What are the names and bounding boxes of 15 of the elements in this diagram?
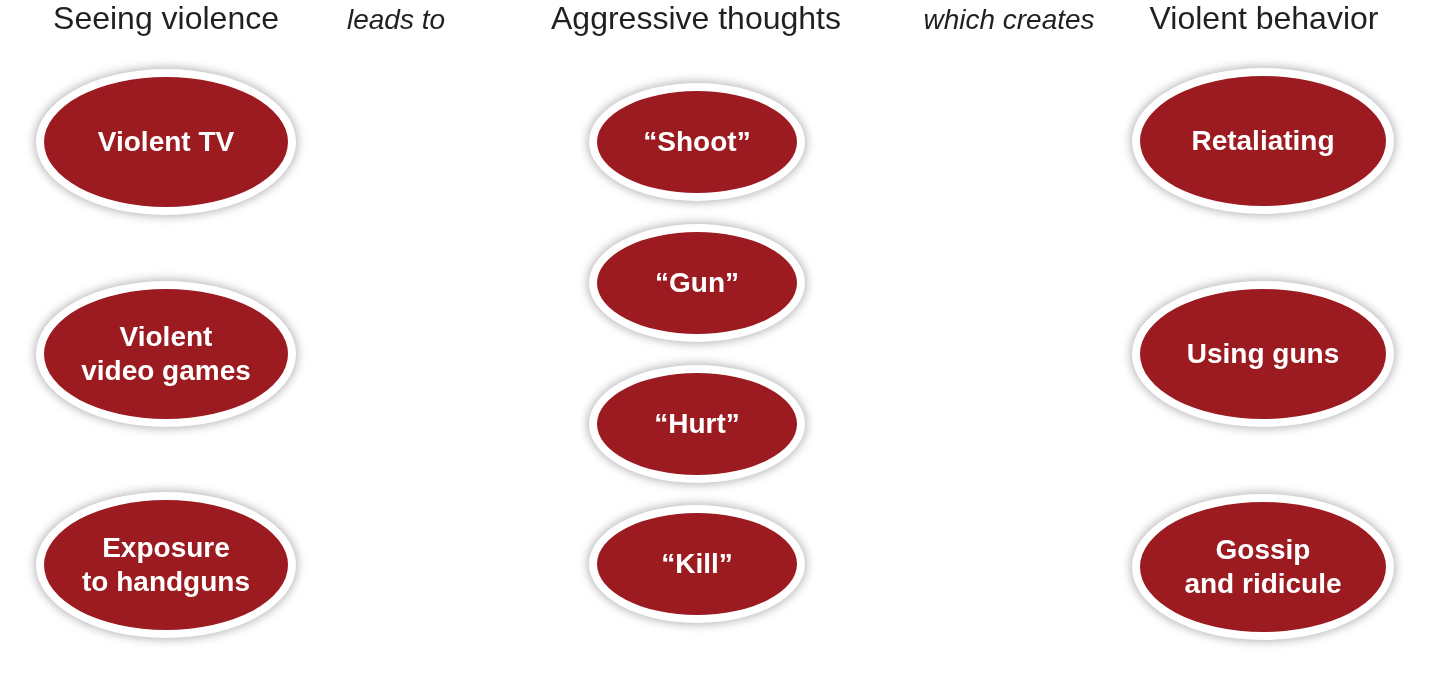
column-heading: Violent behavior — [1149, 0, 1379, 37]
node-label: “Gun” — [655, 265, 739, 300]
column-heading: Seeing violence — [53, 0, 279, 37]
node-label: Gossip and ridicule — [1184, 532, 1342, 601]
node-label: Retaliating — [1191, 123, 1335, 158]
node-label: “Kill” — [661, 546, 733, 581]
node-label: “Shoot” — [643, 124, 751, 159]
column-heading: Aggressive thoughts — [551, 0, 841, 37]
node-label: Violent video games — [81, 319, 251, 388]
node-label: Exposure to handguns — [82, 530, 250, 599]
node-label: Violent TV — [97, 124, 235, 159]
linking-phrase: leads to — [346, 4, 446, 37]
node-label: Using guns — [1186, 336, 1340, 371]
linking-phrase: which creates — [923, 4, 1095, 37]
node-label: “Hurt” — [654, 406, 740, 441]
